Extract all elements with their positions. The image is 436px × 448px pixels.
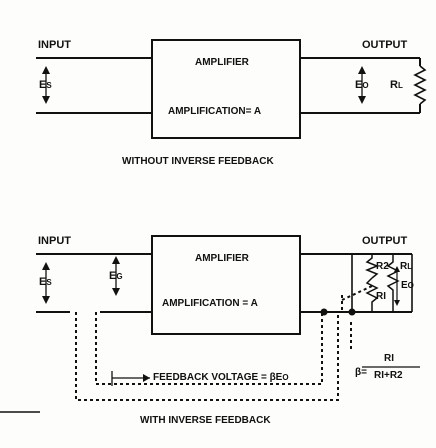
- es-label-top: ES: [39, 79, 52, 91]
- resistor-r2: [364, 254, 380, 279]
- beta-symbol: β=: [355, 367, 367, 378]
- amplification-label-top: AMPLIFICATION= A: [168, 106, 262, 117]
- resistor-r1: [365, 277, 379, 312]
- amplifier-box-top: [151, 39, 301, 139]
- eo-label-bottom: EO: [401, 280, 414, 291]
- eg-label: EG: [109, 270, 123, 282]
- junction-dot-1: [320, 308, 328, 316]
- caption-bottom: WITH INVERSE FEEDBACK: [140, 415, 271, 426]
- es-label-bottom: ES: [39, 276, 52, 288]
- rl-label-bottom: RL: [400, 261, 413, 272]
- amplifier-title-top: AMPLIFIER: [195, 57, 249, 68]
- beta-numerator: RI: [384, 353, 394, 364]
- input-label-bottom: INPUT: [38, 235, 71, 247]
- rl-label-top: RL: [390, 79, 403, 91]
- junction-dot-2: [348, 308, 356, 316]
- amplification-label-bottom: AMPLIFICATION = A: [162, 298, 258, 309]
- beta-denominator: RI+R2: [374, 370, 403, 381]
- amplifier-box-bottom: [151, 235, 301, 335]
- r1-label: RI: [376, 291, 386, 302]
- r2-label: R2: [376, 261, 389, 272]
- feedback-path: [75, 285, 373, 401]
- output-label-top: OUTPUT: [362, 39, 408, 51]
- output-label-bottom: OUTPUT: [362, 235, 408, 247]
- input-label-top: INPUT: [38, 39, 71, 51]
- amplifier-title-bottom: AMPLIFIER: [195, 253, 249, 264]
- feedback-voltage-label: FEEDBACK VOLTAGE = βEO: [153, 372, 289, 383]
- eo-label-top: EO: [355, 79, 369, 91]
- caption-top: WITHOUT INVERSE FEEDBACK: [122, 156, 274, 167]
- resistor-rl-bottom: [386, 254, 400, 312]
- resistor-rl-top: [413, 65, 427, 105]
